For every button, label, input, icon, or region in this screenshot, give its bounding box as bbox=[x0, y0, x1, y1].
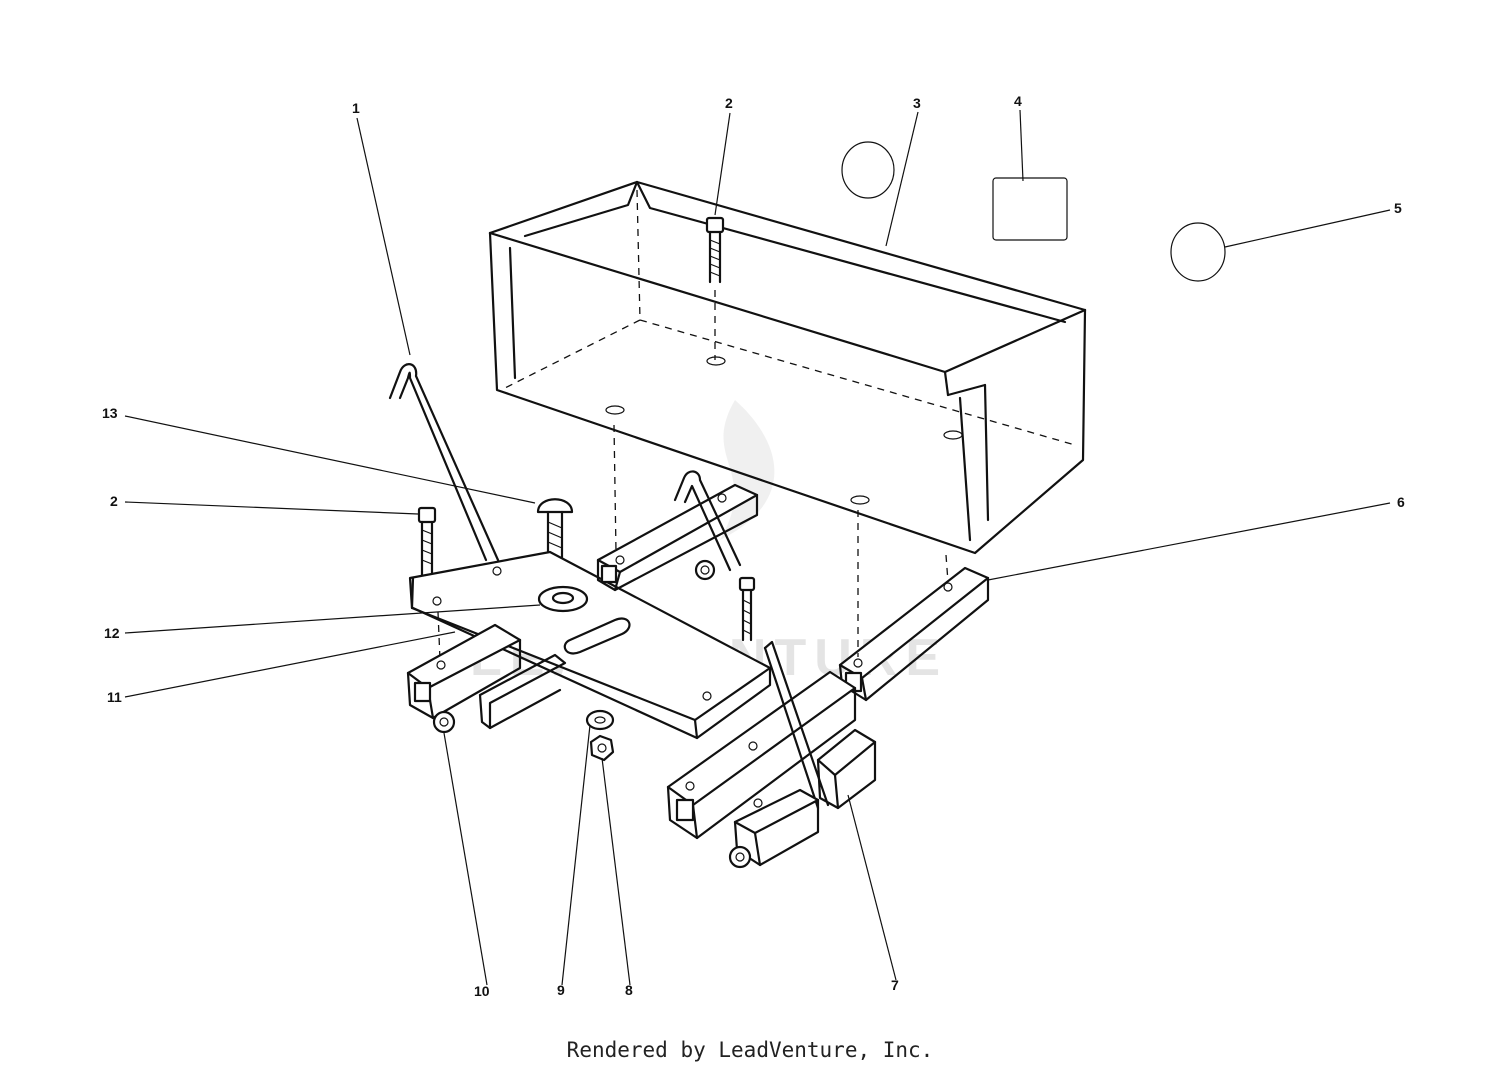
lock-nut-bottom bbox=[728, 845, 752, 869]
channel-bracket bbox=[816, 728, 877, 810]
footer-credit: Rendered by LeadVenture, Inc. bbox=[566, 1038, 934, 1062]
handle-rod bbox=[388, 363, 500, 562]
callout-4: 4 bbox=[1014, 93, 1022, 109]
decal-circle-left bbox=[841, 141, 895, 199]
tube-right bbox=[613, 424, 990, 702]
mount-plate bbox=[408, 550, 772, 740]
tube-left bbox=[406, 623, 522, 720]
callout-8: 8 bbox=[625, 982, 633, 998]
callout-11: 11 bbox=[107, 689, 122, 705]
nut-back bbox=[694, 559, 716, 581]
callout-2-left: 2 bbox=[110, 493, 118, 509]
lock-nut-left bbox=[432, 710, 456, 734]
tray-box bbox=[488, 180, 1087, 555]
callout-12: 12 bbox=[104, 625, 120, 641]
tube-front bbox=[666, 670, 857, 840]
callout-9: 9 bbox=[557, 982, 565, 998]
tube-back bbox=[596, 470, 759, 592]
callout-13: 13 bbox=[102, 405, 118, 421]
channel-bottom bbox=[733, 788, 820, 867]
rod-front bbox=[763, 640, 830, 810]
callout-labels: 1 2 3 4 5 13 2 6 12 11 10 9 8 7 bbox=[102, 93, 1405, 999]
bolt-top bbox=[705, 216, 725, 360]
hex-nut-bottom bbox=[589, 734, 615, 762]
bolt-right bbox=[738, 576, 756, 642]
callout-10: 10 bbox=[474, 983, 490, 999]
callout-2-top: 2 bbox=[725, 95, 733, 111]
leader-lines bbox=[124, 109, 1391, 986]
callout-5: 5 bbox=[1394, 200, 1402, 216]
channel-center bbox=[478, 653, 567, 730]
callout-3: 3 bbox=[913, 95, 921, 111]
washer-bottom bbox=[585, 709, 615, 731]
decal-plate bbox=[992, 177, 1068, 241]
washer-top bbox=[537, 585, 589, 613]
callout-7: 7 bbox=[891, 977, 899, 993]
decal-circle-right bbox=[1170, 222, 1226, 282]
callout-1: 1 bbox=[352, 100, 360, 116]
callout-6: 6 bbox=[1397, 494, 1405, 510]
